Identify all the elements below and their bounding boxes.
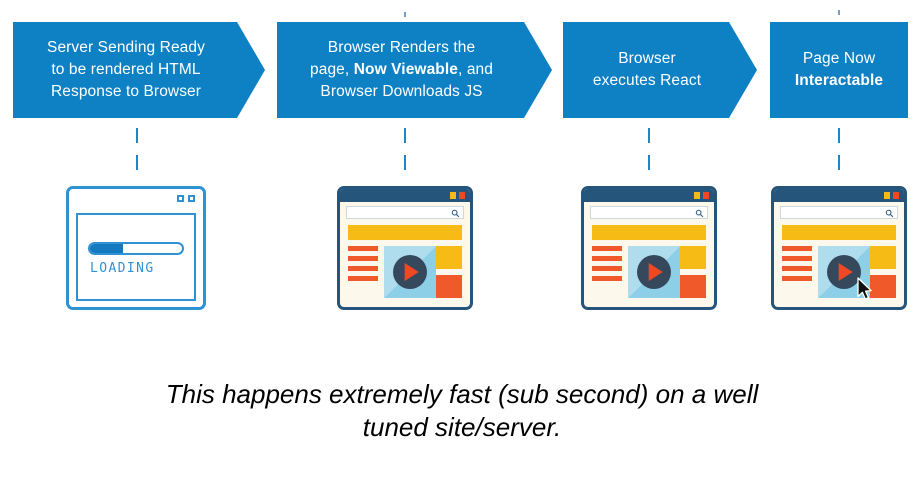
text-line [348, 276, 378, 281]
tick-artifact-top-4 [838, 10, 840, 15]
sidebar-block-orange [870, 275, 896, 298]
text-line [348, 246, 378, 251]
close-button-icon [703, 192, 709, 199]
text-line [592, 256, 622, 261]
page-banner-block [782, 225, 896, 240]
text-line [782, 246, 812, 251]
process-step-label-1: Server Sending Ready to be rendered HTML… [47, 39, 205, 100]
browser-address-bar [346, 206, 464, 219]
close-button-icon [893, 192, 899, 199]
browser-address-bar [780, 206, 898, 219]
browser-frame [581, 186, 717, 310]
browser-frame [771, 186, 907, 310]
sketch-window-frame [66, 186, 206, 310]
loading-window-icon: LOADING [66, 186, 206, 310]
mouse-pointer-icon [857, 277, 872, 300]
process-step-label-2: Browser Renders the page, Now Viewable, … [310, 39, 493, 100]
play-triangle-icon [404, 263, 419, 281]
emphasis-now-viewable: Now Viewable [353, 61, 458, 78]
text-line [782, 266, 812, 271]
page-banner-block [348, 225, 462, 240]
page-text-lines [592, 246, 622, 281]
media-player-panel [384, 246, 436, 298]
page-banner-block [592, 225, 706, 240]
process-step-label-3: Browser executes React [592, 50, 702, 89]
sidebar-block-yellow [870, 246, 896, 269]
minimize-button-icon [450, 192, 456, 199]
text-line [348, 266, 378, 271]
browser-titlebar [584, 189, 714, 202]
page-text-lines [782, 246, 812, 281]
sketch-window-controls [177, 195, 195, 202]
text-line [782, 276, 812, 281]
process-step-arrow-1: Server Sending Ready to be rendered HTML… [13, 22, 265, 118]
text-line [592, 266, 622, 271]
process-step-arrow-2: Browser Renders the page, Now Viewable, … [277, 22, 552, 118]
dashed-connector-1 [136, 128, 138, 180]
browser-frame [337, 186, 473, 310]
minimize-button-icon [694, 192, 700, 199]
close-square-icon [188, 195, 195, 202]
browser-window-react-icon [581, 186, 717, 310]
process-step-arrow-3: Browser executes React [563, 22, 757, 118]
dashed-connector-3 [648, 128, 650, 180]
tick-artifact-top-2 [404, 12, 406, 17]
browser-titlebar [340, 189, 470, 202]
minimize-button-icon [884, 192, 890, 199]
slide-caption: This happens extremely fast (sub second)… [165, 379, 759, 443]
sidebar-block-orange [436, 275, 462, 298]
process-step-box-4: Page Now Interactable [770, 22, 908, 118]
text-line [348, 256, 378, 261]
browser-window-interactive-icon [771, 186, 907, 310]
sidebar-block-orange [680, 275, 706, 298]
play-triangle-icon [838, 263, 853, 281]
progress-bar-track [88, 242, 184, 255]
magnifier-icon [695, 209, 704, 218]
play-triangle-icon [648, 263, 663, 281]
magnifier-icon [451, 209, 460, 218]
sidebar-block-yellow [680, 246, 706, 269]
loading-status-text: LOADING [90, 261, 155, 276]
page-text-lines [348, 246, 378, 281]
sketch-window-content [76, 213, 196, 301]
text-line [782, 256, 812, 261]
text-line [592, 246, 622, 251]
browser-address-bar [590, 206, 708, 219]
browser-titlebar [774, 189, 904, 202]
text-line [592, 276, 622, 281]
close-button-icon [459, 192, 465, 199]
media-player-panel [628, 246, 680, 298]
progress-bar-fill [90, 244, 124, 253]
magnifier-icon [885, 209, 894, 218]
minimize-square-icon [177, 195, 184, 202]
process-step-label-4: Page Now Interactable [794, 50, 884, 89]
browser-window-rendered-icon [337, 186, 473, 310]
emphasis-interactable: Interactable [794, 72, 884, 89]
dashed-connector-2 [404, 128, 406, 180]
dashed-connector-4 [838, 128, 840, 180]
sidebar-block-yellow [436, 246, 462, 269]
